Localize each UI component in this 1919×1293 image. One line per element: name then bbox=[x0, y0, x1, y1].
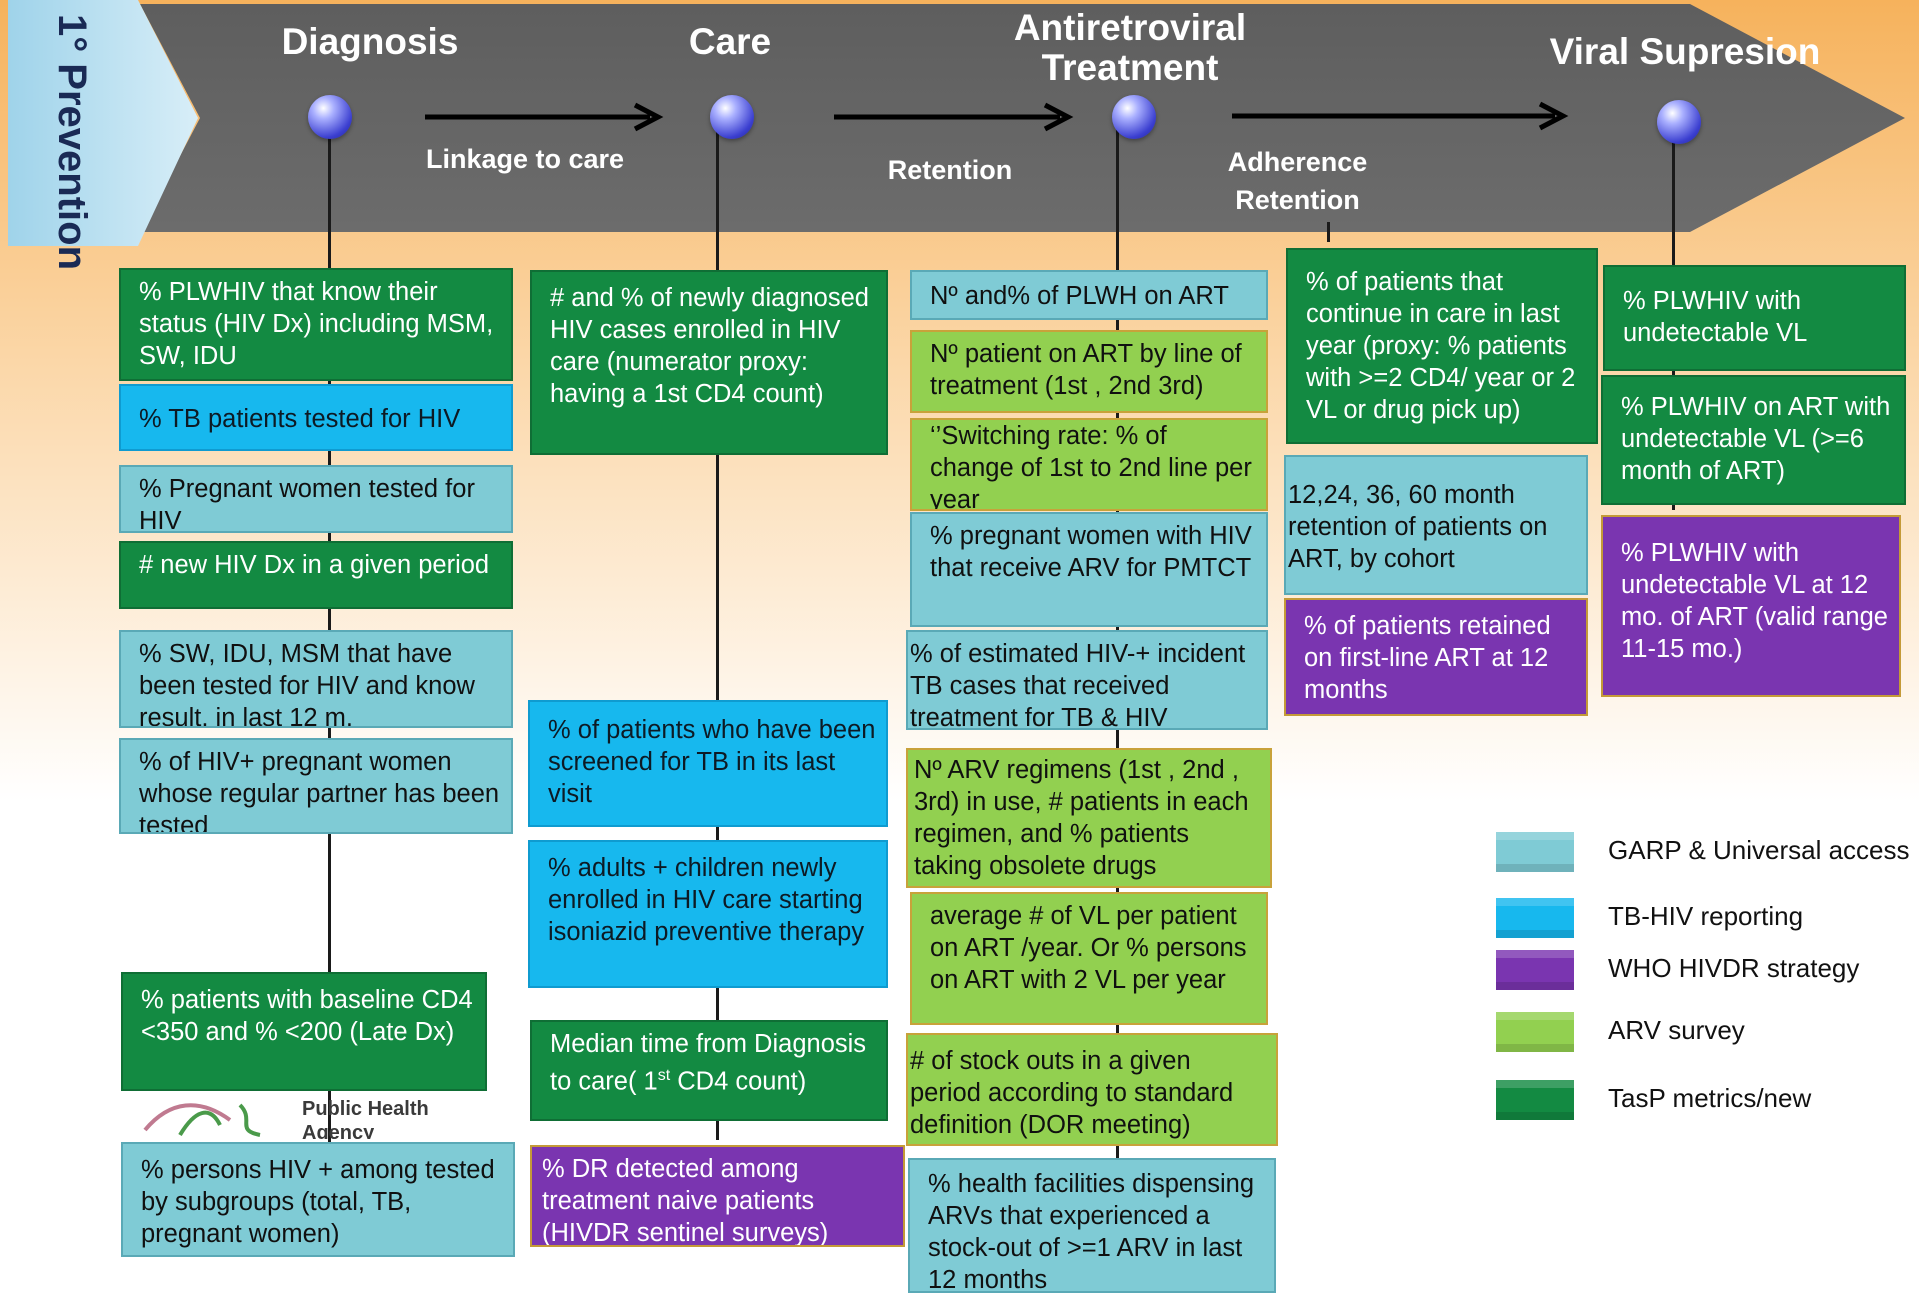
stage-marker-care bbox=[710, 95, 754, 139]
arrowhead-adherence bbox=[1538, 101, 1569, 131]
indicator-diag-tb-tested: % TB patients tested for HIV bbox=[119, 384, 513, 451]
indicator-diag-partner-tested: % of HIV+ pregnant women whose regular p… bbox=[119, 738, 513, 834]
legend-label-5: TasP metrics/new bbox=[1608, 1083, 1812, 1113]
legend-label-2: TB-HIV reporting bbox=[1608, 901, 1804, 931]
indicator-diag-late-dx: % patients with baseline CD4 <350 and % … bbox=[121, 972, 487, 1091]
indicator-art-stock-outs: # of stock outs in a given period accord… bbox=[906, 1033, 1278, 1146]
legend-label-4: ARV survey bbox=[1608, 1015, 1745, 1045]
stage-marker-diagnosis bbox=[308, 95, 352, 139]
arrowhead-linkage bbox=[633, 102, 664, 132]
indicator-care-ipt: % adults + children newly enrolled in HI… bbox=[528, 840, 888, 988]
stage-viral-suppression: Viral Supresion bbox=[1549, 31, 1821, 72]
prevention-chevron bbox=[8, 0, 198, 246]
stage-diagnosis: Diagnosis bbox=[281, 21, 459, 62]
transition-retention-2: Retention bbox=[1235, 185, 1360, 215]
stage-marker-art bbox=[1112, 95, 1156, 139]
legend-swatch-5 bbox=[1496, 1080, 1574, 1120]
indicator-art-pmtct: % pregnant women with HIV that receive A… bbox=[910, 512, 1268, 627]
indicator-art-by-line: Nº patient on ART by line of treatment (… bbox=[910, 330, 1268, 413]
legend-swatch-4 bbox=[1496, 1012, 1574, 1052]
public-health-agency-logo bbox=[143, 1103, 261, 1137]
logo-text-line2: Agency bbox=[302, 1122, 375, 1139]
connector-adherence bbox=[1327, 222, 1330, 242]
indicator-care-enrolled: # and % of newly diagnosed HIV cases enr… bbox=[530, 270, 888, 455]
indicator-diag-pregnant-tested: % Pregnant women tested for HIV bbox=[119, 465, 513, 533]
indicator-vl-on-art-6mo: % PLWHIV on ART with undetectable VL (>=… bbox=[1601, 375, 1906, 505]
indicator-art-facility-stockout: % health facilities dispensing ARVs that… bbox=[908, 1158, 1276, 1293]
indicator-vl-at-12mo: % PLWHIV with undetectable VL at 12 mo. … bbox=[1601, 515, 1901, 697]
stage-care: Care bbox=[688, 21, 772, 62]
legend-label-1: GARP & Universal access bbox=[1608, 835, 1910, 865]
logo-text-line1: Public Health bbox=[302, 1098, 429, 1120]
transition-adherence: Adherence bbox=[1227, 147, 1368, 177]
arrowhead-retention bbox=[1043, 102, 1074, 132]
legend-swatch-3 bbox=[1496, 950, 1574, 990]
indicator-adh-cohort-retention: 12,24, 36, 60 month retention of patient… bbox=[1284, 455, 1588, 595]
indicator-adh-continue-in-care: % of patients that continue in care in l… bbox=[1286, 248, 1598, 444]
indicator-diag-new-dx: # new HIV Dx in a given period bbox=[119, 541, 513, 609]
connector-care bbox=[716, 125, 719, 1140]
indicator-art-switching-rate: ‘’Switching rate: % of change of 1st to … bbox=[910, 418, 1268, 511]
indicator-art-tb-hiv-treated: % of estimated HIV-+ incident TB cases t… bbox=[906, 630, 1268, 730]
indicator-care-dr-naive: % DR detected among treatment naive pati… bbox=[530, 1145, 905, 1247]
indicator-care-tb-screened: % of patients who have been screened for… bbox=[528, 700, 888, 827]
legend-swatch-1 bbox=[1496, 832, 1574, 872]
indicator-vl-undetectable: % PLWHIV with undetectable VL bbox=[1603, 265, 1906, 371]
indicator-care-median-time: Median time from Diagnosis to care( 1st … bbox=[530, 1020, 888, 1121]
indicator-art-plwh-on-art: Nº and% of PLWH on ART bbox=[910, 270, 1268, 320]
stage-art: Antiretroviral Treatment bbox=[1013, 7, 1247, 88]
indicator-diag-plwhiv-know-status: % PLWHIV that know their status (HIV Dx)… bbox=[119, 268, 513, 381]
legend-swatch-2 bbox=[1496, 898, 1574, 938]
legend-label-3: WHO HIVDR strategy bbox=[1608, 953, 1860, 983]
stage-marker-viral bbox=[1657, 100, 1701, 144]
indicator-art-regimens: Nº ARV regimens (1st , 2nd , 3rd) in use… bbox=[906, 748, 1272, 888]
prevention-label: 1° Prevention bbox=[50, 13, 94, 271]
transition-linkage: Linkage to care bbox=[425, 144, 625, 174]
pipeline-banner bbox=[8, 0, 1905, 246]
indicator-diag-positivity-subgroups: % persons HIV + among tested by subgroup… bbox=[121, 1142, 515, 1257]
indicator-art-vl-per-patient: average # of VL per patient on ART /year… bbox=[910, 892, 1268, 1025]
indicator-adh-first-line-retained: % of patients retained on first-line ART… bbox=[1284, 598, 1588, 716]
indicator-diag-key-pop-tested: % SW, IDU, MSM that have been tested for… bbox=[119, 630, 513, 728]
transition-retention: Retention bbox=[887, 155, 1013, 185]
